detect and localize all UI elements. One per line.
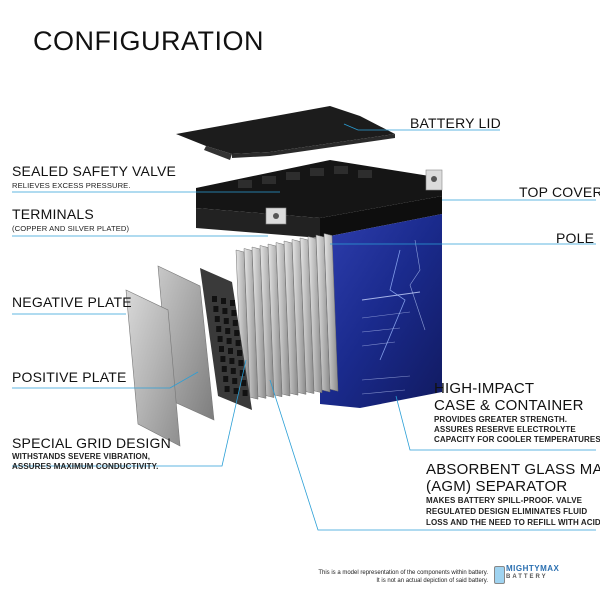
- grid-cell: [222, 308, 228, 314]
- label-agm-sub-1: MAKES BATTERY SPILL-PROOF. VALVE: [426, 496, 583, 505]
- battery-logo-icon: [494, 566, 505, 584]
- grid-cell: [231, 310, 237, 316]
- label-grid-sub-1: WITHSTANDS SEVERE VIBRATION,: [12, 452, 151, 461]
- grid-cell: [230, 300, 235, 306]
- grid-cell: [237, 350, 242, 356]
- label-battery-lid: BATTERY LID: [410, 115, 501, 131]
- grid-cell: [220, 356, 226, 362]
- grid-cell: [219, 346, 224, 352]
- plate-fin: [291, 239, 307, 395]
- plate-fin: [307, 236, 323, 394]
- brand-name: MIGHTYMAX: [506, 564, 560, 573]
- grid-cell: [239, 370, 245, 376]
- label-terminals: TERMINALS: [12, 206, 94, 222]
- grid-cell: [238, 360, 244, 366]
- grid-cell: [242, 390, 248, 396]
- label-sealed-safety-valve-sub: RELIEVES EXCESS PRESSURE.: [12, 181, 131, 190]
- grid-cell: [212, 296, 217, 302]
- grid-cell: [225, 328, 231, 334]
- label-positive-plate: POSITIVE PLATE: [12, 369, 127, 385]
- grid-cell: [234, 330, 240, 336]
- footer-line-1: This is a model representation of the co…: [318, 570, 488, 576]
- battery-case: [320, 214, 442, 408]
- plate-fin: [259, 245, 275, 398]
- grid-cell: [221, 298, 226, 304]
- positive-plate: [125, 289, 181, 447]
- label-top-cover: TOP COVER: [519, 184, 600, 200]
- grid-plate: [200, 268, 252, 410]
- label-high-impact-sub-2: ASSURES RESERVE ELECTROLYTE: [434, 425, 576, 434]
- grid-cell: [228, 348, 233, 354]
- label-agm-sub-2: REGULATED DESIGN ELIMINATES FLUID: [426, 507, 588, 516]
- plate-fin: [243, 248, 259, 400]
- grid-cell: [235, 340, 241, 346]
- grid-cell: [230, 368, 236, 374]
- grid-cell: [221, 366, 227, 372]
- brand-logo: MIGHTYMAX BATTERY: [506, 565, 559, 581]
- plate-fin: [275, 242, 291, 397]
- label-agm-2: (AGM) SEPARATOR: [426, 478, 568, 495]
- label-high-impact-1: HIGH-IMPACT: [434, 380, 535, 397]
- label-high-impact-sub-1: PROVIDES GREATER STRENGTH.: [434, 415, 568, 424]
- label-agm-sub-3: LOSS AND THE NEED TO REFILL WITH ACID.: [426, 518, 600, 527]
- terminal-left: [265, 207, 287, 225]
- grid-cell: [232, 320, 238, 326]
- label-negative-plate: NEGATIVE PLATE: [12, 294, 132, 310]
- grid-cell: [223, 376, 229, 382]
- label-high-impact-sub-3: CAPACITY FOR COOLER TEMPERATURES.: [434, 435, 600, 444]
- plate-stack: [235, 233, 339, 401]
- terminal-right: [425, 169, 443, 191]
- grid-cell: [229, 358, 235, 364]
- footer-line-2: It is not an actual depiction of said ba…: [376, 578, 488, 584]
- plate-fin: [283, 240, 299, 396]
- plate-fin: [251, 246, 267, 399]
- grid-cell: [241, 380, 247, 386]
- label-grid-sub-2: ASSURES MAXIMUM CONDUCTIVITY.: [12, 462, 159, 471]
- top-cover: [196, 160, 442, 238]
- grid-cell: [213, 306, 219, 312]
- grid-cell: [224, 386, 230, 392]
- grid-cell: [232, 378, 238, 384]
- plate-fin: [267, 243, 283, 398]
- label-agm-1: ABSORBENT GLASS MAT: [426, 461, 600, 478]
- grid-cell: [217, 336, 223, 342]
- grid-cell: [214, 316, 220, 322]
- grid-cell: [226, 338, 232, 344]
- plate-fin: [323, 233, 339, 392]
- grid-cell: [233, 388, 239, 394]
- battery-lid: [176, 106, 395, 160]
- brand-sub: BATTERY: [506, 574, 548, 580]
- label-special-grid-design: SPECIAL GRID DESIGN: [12, 435, 171, 451]
- label-pole: POLE: [556, 230, 595, 246]
- label-terminals-sub: (COPPER AND SILVER PLATED): [12, 224, 130, 233]
- label-high-impact-2: CASE & CONTAINER: [434, 397, 584, 414]
- label-sealed-safety-valve: SEALED SAFETY VALVE: [12, 163, 177, 179]
- grid-cell: [223, 318, 229, 324]
- grid-cell: [216, 326, 222, 332]
- plate-fin: [315, 234, 331, 393]
- plate-fin: [299, 237, 315, 394]
- leader-lines: [12, 123, 596, 531]
- page-title: CONFIGURATION: [33, 26, 264, 56]
